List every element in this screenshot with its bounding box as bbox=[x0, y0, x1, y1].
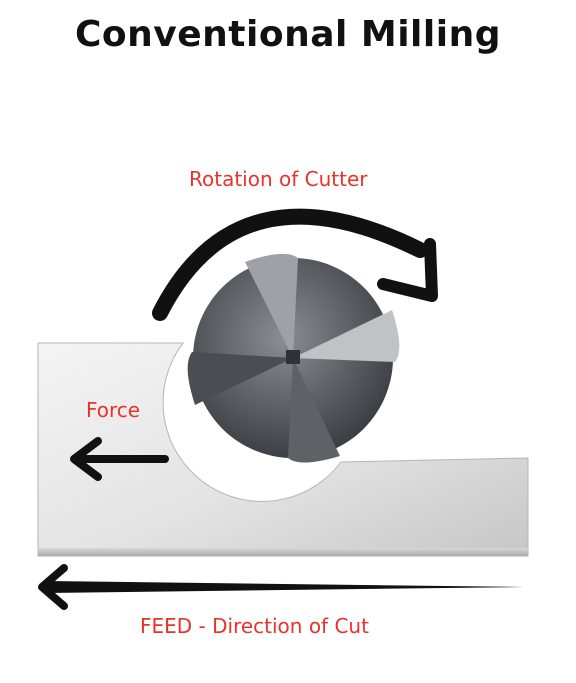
cutter-core bbox=[286, 350, 300, 364]
rotation-label: Rotation of Cutter bbox=[189, 167, 368, 191]
force-arrow-icon bbox=[70, 437, 169, 481]
workpiece-edge bbox=[38, 548, 528, 556]
cutter-flute bbox=[245, 253, 298, 358]
force-label: Force bbox=[86, 398, 141, 422]
cutter-flute bbox=[293, 310, 400, 362]
cutter-flute bbox=[288, 358, 340, 463]
diagram-title: Conventional Milling bbox=[75, 14, 501, 55]
end-mill-cutter bbox=[187, 253, 400, 463]
cutter-flute bbox=[187, 352, 293, 405]
workpiece bbox=[37, 342, 529, 557]
feed-label: FEED - Direction of Cut bbox=[140, 614, 369, 638]
rotation-arrow-icon bbox=[152, 208, 438, 321]
feed-arrow-icon bbox=[38, 564, 524, 610]
